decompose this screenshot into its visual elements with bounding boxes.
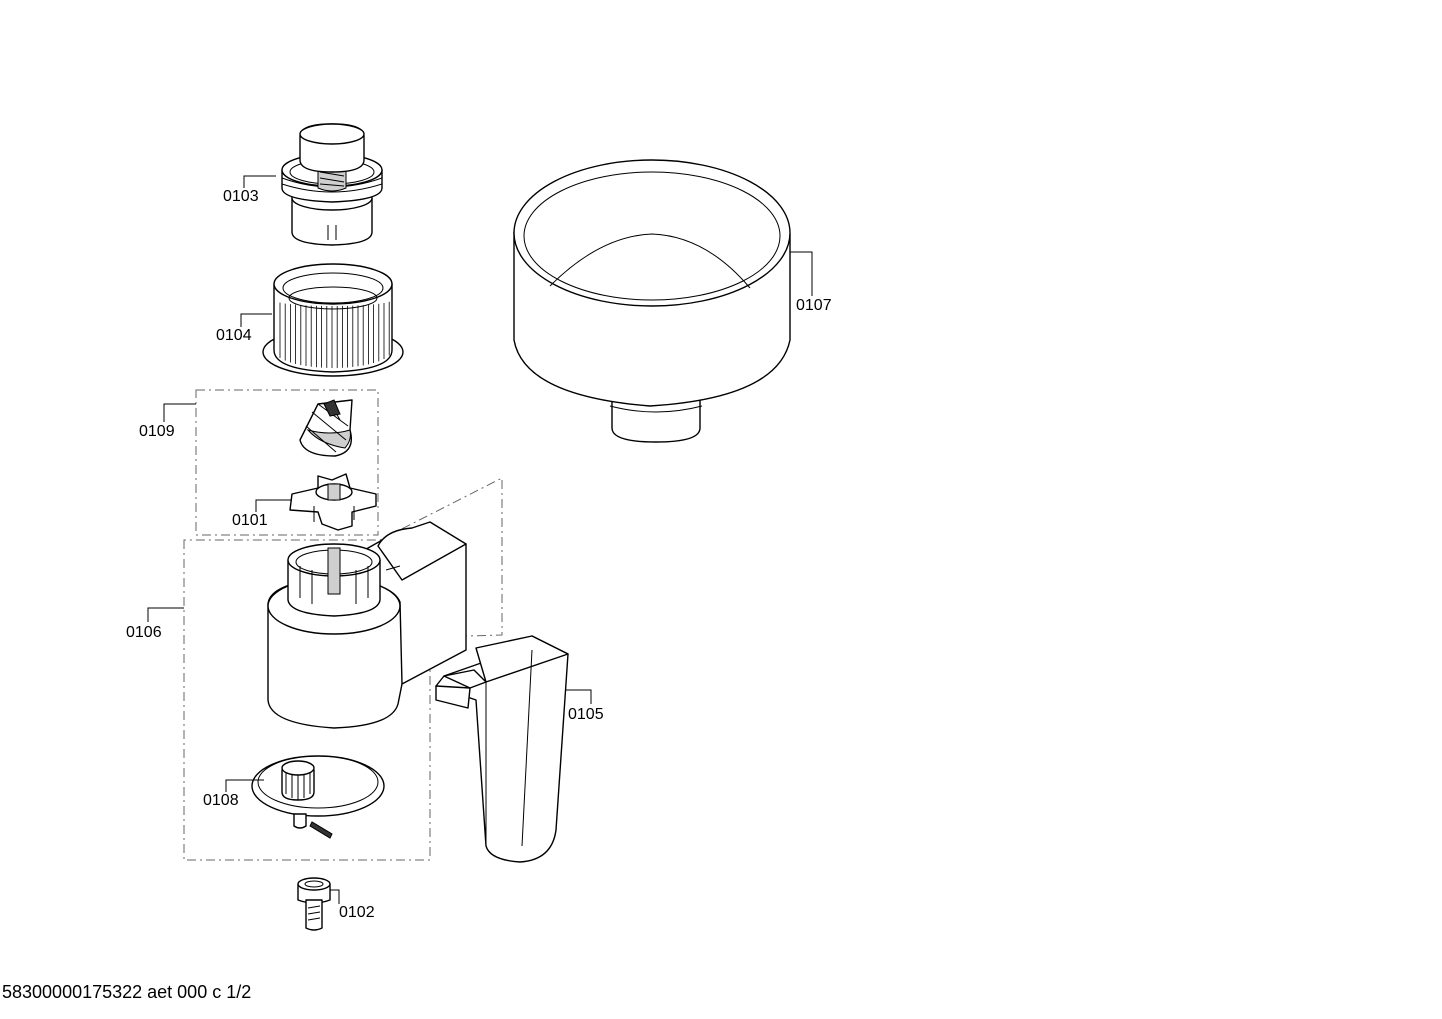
- part-0102-bolt: [297, 877, 331, 931]
- document-id: 58300000175322 aet 000 c 1/2: [2, 982, 252, 1002]
- leader-lines: [147, 175, 813, 904]
- label-0107: 0107: [796, 297, 832, 314]
- part-0105-spout: [435, 635, 569, 863]
- part-0108-gear-plate: [251, 755, 385, 839]
- part-0101-holder: [289, 473, 377, 531]
- label-0104: 0104: [216, 327, 252, 344]
- label-0109: 0109: [139, 423, 175, 440]
- label-0108: 0108: [203, 792, 239, 809]
- label-0101: 0101: [232, 512, 268, 529]
- part-0103-knob: [281, 123, 383, 246]
- part-0109-burr: [299, 399, 353, 457]
- label-0106: 0106: [126, 624, 162, 641]
- label-0102: 0102: [339, 904, 375, 921]
- label-0103: 0103: [223, 188, 259, 205]
- part-0107-hopper: [513, 159, 791, 443]
- label-0105: 0105: [568, 706, 604, 723]
- group-0109-box: [195, 389, 379, 536]
- part-0106-grinder-body: [267, 521, 467, 729]
- part-0104-ring: [262, 263, 404, 377]
